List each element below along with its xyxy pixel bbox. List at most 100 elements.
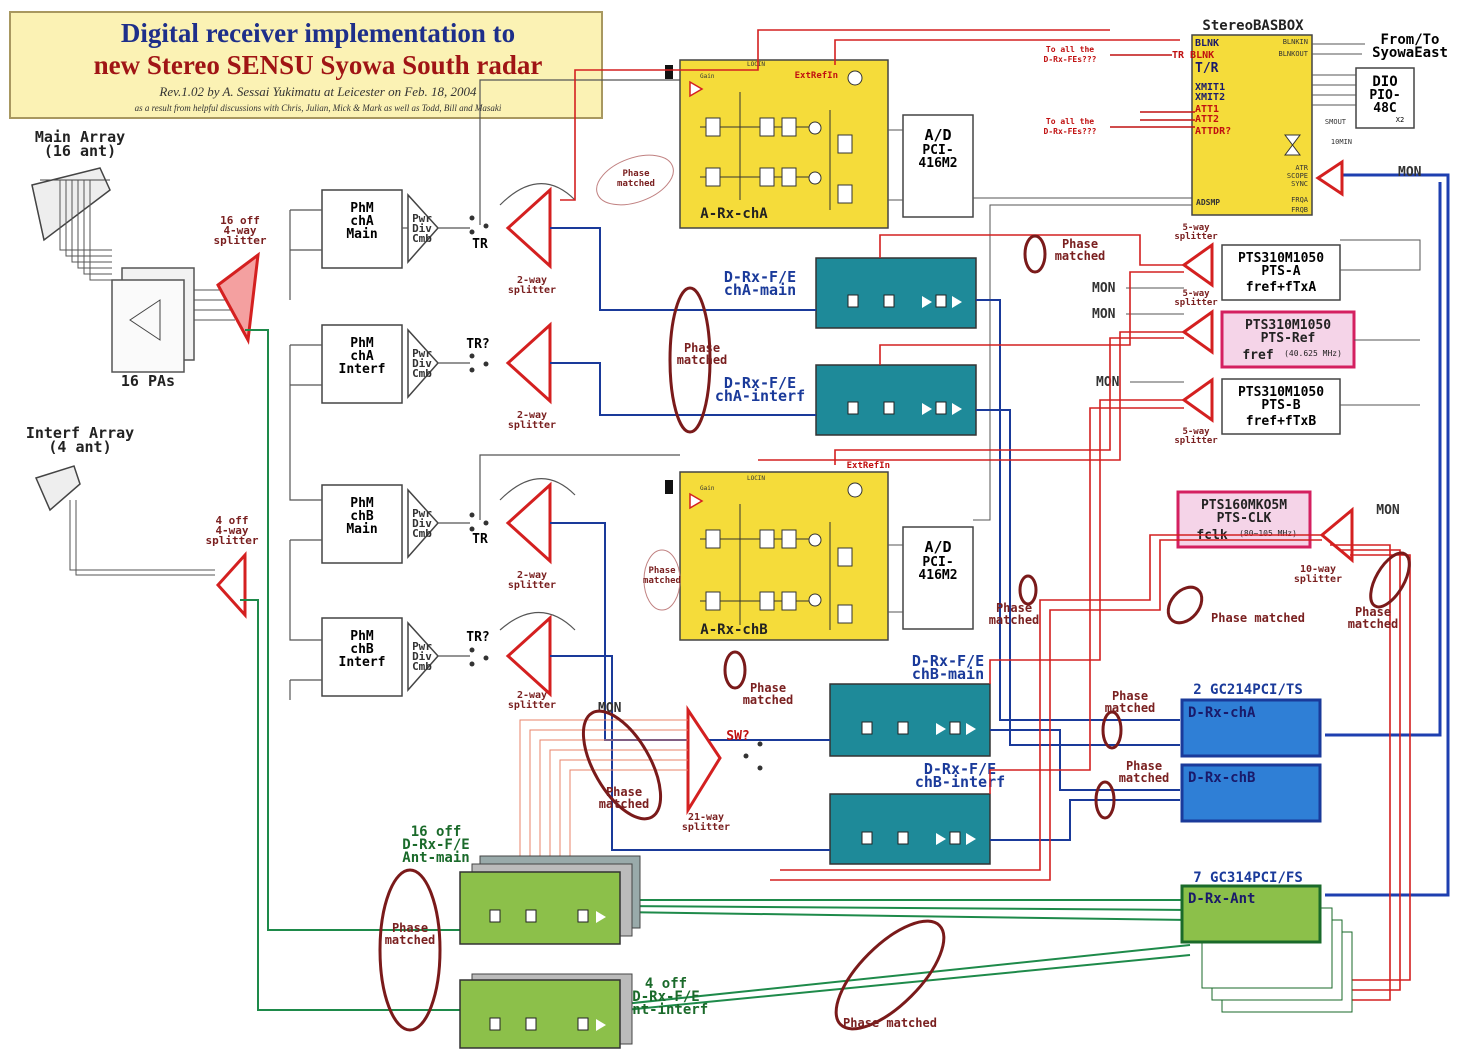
svg-text:Phase matched: Phase matched (843, 1016, 937, 1030)
svg-text:matched: matched (743, 693, 794, 707)
svg-text:PTS-Ref: PTS-Ref (1261, 331, 1316, 346)
a-rx-cha-label: A-Rx-chA (700, 206, 768, 222)
svg-text:splitter: splitter (508, 699, 556, 711)
svg-text:416M2: 416M2 (918, 568, 957, 583)
svg-text:10MIN: 10MIN (1331, 138, 1352, 146)
svg-text:Phase: Phase (622, 169, 650, 179)
drx-fe-cha-main: D-Rx-F/E chA-main (724, 258, 976, 328)
pas-block: 16 PAs (112, 268, 194, 390)
svg-text:BLNKIN: BLNKIN (1283, 38, 1308, 46)
drx-fe-chb-interf: D-Rx-F/E chB-interf (830, 760, 1005, 864)
svg-text:LOCIN: LOCIN (747, 475, 765, 482)
pas-label: 16 PAs (121, 372, 175, 390)
svg-text:SW?: SW? (726, 729, 749, 744)
svg-text:2 GC214PCI/TS: 2 GC214PCI/TS (1193, 682, 1303, 698)
svg-text:T/R: T/R (1195, 61, 1219, 76)
svg-text:A/D: A/D (924, 538, 951, 556)
five-way-splitters (1184, 245, 1212, 420)
svg-text:MON: MON (1096, 375, 1120, 390)
svg-text:FRQA: FRQA (1291, 196, 1309, 204)
svg-text:MON: MON (1092, 307, 1116, 322)
svg-text:splitter: splitter (1174, 297, 1218, 308)
pts-a: PTS310M1050 PTS-A fref+fTxA (1222, 245, 1340, 300)
svg-text:Ant-interf: Ant-interf (624, 1002, 708, 1018)
svg-text:splitter: splitter (508, 284, 556, 296)
svg-text:SMOUT: SMOUT (1325, 118, 1347, 126)
pts-clk: PTS160MKO5M PTS-CLK fclk (80~105 MHz) (1178, 492, 1310, 547)
tr-switches: TR TR? TR TR? (466, 216, 489, 667)
svg-text:Cmb: Cmb (412, 367, 432, 380)
svg-text:chA-main: chA-main (724, 281, 796, 299)
svg-text:ATT2: ATT2 (1195, 114, 1219, 125)
main-array: Main Array (16 ant) (32, 128, 125, 240)
tr-switch-b-main: TR (472, 532, 488, 547)
interf-array: Interf Array (4 ant) (26, 424, 134, 510)
svg-text:D-Rx-chA: D-Rx-chA (1188, 705, 1256, 721)
ad-block-a: A/D PCI- 416M2 (903, 115, 973, 217)
svg-text:matched: matched (599, 797, 650, 811)
svg-text:ExtRefIn: ExtRefIn (847, 461, 890, 471)
svg-text:ADSMP: ADSMP (1196, 198, 1220, 207)
from-to-syowa-east: From/To SyowaEast (1312, 32, 1448, 61)
main-16off-splitter: 16 off 4-way splitter (214, 214, 267, 340)
tr-switch-a-main: TR (472, 237, 488, 252)
svg-text:fref: fref (1242, 348, 1273, 363)
a-rx-cha-connector (665, 65, 673, 79)
svg-text:matched: matched (643, 576, 681, 586)
basbox-notes: To all the D-Rx-FEs??? To all the D-Rx-F… (1044, 45, 1097, 136)
svg-text:BLNK: BLNK (1195, 38, 1219, 49)
stereo-basbox: StereoBASBOX BLNK TR BLNK T/R XMIT1 XMIT… (1172, 18, 1352, 215)
svg-text:MON: MON (1092, 281, 1116, 296)
svg-text:chA-interf: chA-interf (715, 387, 805, 405)
svg-text:matched: matched (1348, 617, 1399, 631)
gc314-block: 7 GC314PCI/FS D-Rx-Ant (1182, 870, 1352, 1012)
svg-text:D-Rx-FEs???: D-Rx-FEs??? (1044, 55, 1097, 64)
main-splitter-label-3: splitter (214, 234, 267, 247)
svg-text:chB-main: chB-main (912, 665, 984, 683)
svg-text:BLNKOUT: BLNKOUT (1278, 50, 1308, 58)
svg-text:MON: MON (1398, 165, 1422, 180)
svg-text:TR BLNK: TR BLNK (1172, 50, 1214, 61)
svg-text:splitter: splitter (682, 821, 730, 833)
interf-array-count: (4 ant) (48, 438, 111, 456)
svg-text:splitter: splitter (508, 419, 556, 431)
svg-text:PTS-A: PTS-A (1261, 264, 1300, 279)
svg-text:matched: matched (617, 179, 655, 189)
interf-splitter-label-3: splitter (206, 534, 259, 547)
twentyone-way-splitter: 21-way splitter SW? (682, 710, 763, 833)
svg-text:D-Rx-chB: D-Rx-chB (1188, 770, 1255, 786)
svg-text:splitter: splitter (508, 579, 556, 591)
svg-text:matched: matched (1055, 249, 1106, 263)
pts-b: PTS310M1050 PTS-B fref+fTxB (1222, 379, 1340, 434)
svg-text:matched: matched (385, 933, 436, 947)
svg-text:matched: matched (1119, 771, 1170, 785)
drx-fe-chb-main: D-Rx-F/E chB-main (830, 652, 990, 756)
svg-text:Interf: Interf (339, 655, 386, 670)
title-line1: Digital receiver implementation to (121, 18, 515, 48)
svg-text:48C: 48C (1373, 101, 1396, 116)
basbox-red-lines (1110, 55, 1195, 127)
drx-fe-cha-interf: D-Rx-F/E chA-interf (715, 365, 976, 435)
svg-text:fref+fTxA: fref+fTxA (1246, 280, 1317, 295)
svg-text:Phase matched: Phase matched (1211, 611, 1305, 625)
svg-text:7 GC314PCI/FS: 7 GC314PCI/FS (1193, 870, 1303, 886)
svg-text:PTS-CLK: PTS-CLK (1217, 511, 1272, 526)
svg-text:splitter: splitter (1294, 573, 1342, 585)
svg-text:XMIT2: XMIT2 (1195, 92, 1225, 103)
title-line2: new Stereo SENSU Syowa South radar (94, 50, 543, 80)
svg-text:D-Rx-FEs???: D-Rx-FEs??? (1044, 127, 1097, 136)
ad-block-b: A/D PCI- 416M2 (903, 527, 973, 629)
pts-ref: PTS310M1050 PTS-Ref fref (40.625 MHz) (1222, 312, 1354, 367)
title-rev: Rev.1.02 by A. Sessai Yukimatu at Leices… (158, 84, 477, 99)
a-rx-chb-label: A-Rx-chB (700, 622, 767, 638)
phm-b-interf: PhM chB Interf (322, 618, 402, 696)
svg-text:(40.625 MHz): (40.625 MHz) (1284, 349, 1342, 358)
svg-text:PTS-B: PTS-B (1261, 398, 1300, 413)
interf-array-antenna-icon (36, 466, 80, 510)
pwr-div-cmb-labels: PwrDivCmb PwrDivCmb PwrDivCmb PwrDivCmb (412, 212, 432, 673)
svg-text:splitter: splitter (1174, 435, 1218, 446)
svg-text:SCOPE: SCOPE (1287, 172, 1308, 180)
main-array-count: (16 ant) (44, 142, 116, 160)
title-credits: as a result from helpful discussions wit… (135, 103, 502, 113)
